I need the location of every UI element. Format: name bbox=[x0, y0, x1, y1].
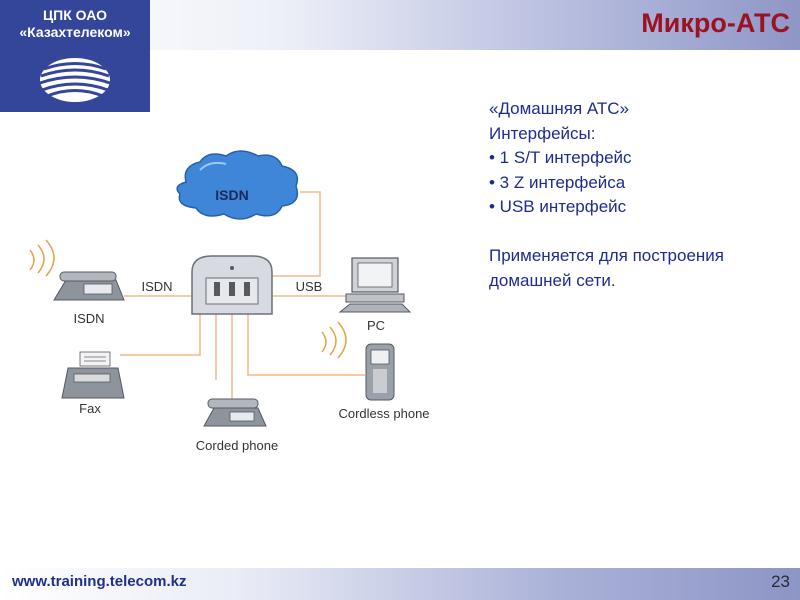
page-number: 23 bbox=[771, 572, 790, 591]
website-link[interactable]: www.training.telecom.kz bbox=[12, 573, 187, 590]
fax-label: Fax bbox=[79, 401, 101, 416]
org-name-line2: «Казахтелеком» bbox=[19, 24, 131, 40]
corded-phone-label: Corded phone bbox=[196, 438, 278, 453]
line-fax bbox=[120, 312, 201, 356]
isdn-cloud-icon: ISDN bbox=[176, 150, 299, 220]
info-line-home-pbx: «Домашняя АТС» bbox=[489, 99, 630, 118]
link-label-isdn: ISDN bbox=[141, 279, 172, 294]
footer-band bbox=[0, 568, 800, 600]
line-cordless bbox=[247, 312, 365, 376]
company-logo-icon bbox=[39, 58, 111, 102]
cloud-label: ISDN bbox=[215, 187, 248, 203]
info-line-interfaces: Интерфейсы: bbox=[489, 123, 596, 143]
info-bullet-st: • 1 S/T интерфейс bbox=[489, 148, 632, 167]
network-diagram: ISDN bbox=[29, 150, 430, 453]
cordless-phone-icon bbox=[321, 321, 395, 401]
micro-pbx-icon bbox=[191, 255, 273, 315]
info-spacer bbox=[489, 220, 789, 245]
pc-label: PC bbox=[367, 318, 385, 333]
info-bullet-usb: • USB интерфейс bbox=[489, 197, 627, 216]
fax-icon bbox=[61, 351, 125, 399]
connection-lines bbox=[120, 191, 365, 400]
info-para-line1: Применяется для построения bbox=[489, 246, 724, 265]
corded-phone-icon bbox=[203, 398, 267, 427]
org-name: ЦПК ОАО «Казахтелеком» bbox=[0, 7, 150, 41]
line-cloud bbox=[272, 191, 321, 277]
org-name-line1: ЦПК ОАО bbox=[42, 7, 108, 23]
info-para-line2: домашней сети. bbox=[489, 270, 616, 290]
info-block: «Домашняя АТС» Интерфейсы: • 1 S/T интер… bbox=[489, 97, 789, 293]
page-title: Микро-АТС bbox=[641, 8, 790, 38]
isdn-phone-icon bbox=[29, 239, 125, 301]
link-label-usb: USB bbox=[296, 279, 323, 294]
pc-icon bbox=[338, 257, 412, 313]
info-bullet-z: • 3 Z интерфейса bbox=[489, 172, 626, 192]
cordless-phone-label: Cordless phone bbox=[338, 406, 429, 421]
isdn-phone-label: ISDN bbox=[73, 311, 104, 326]
